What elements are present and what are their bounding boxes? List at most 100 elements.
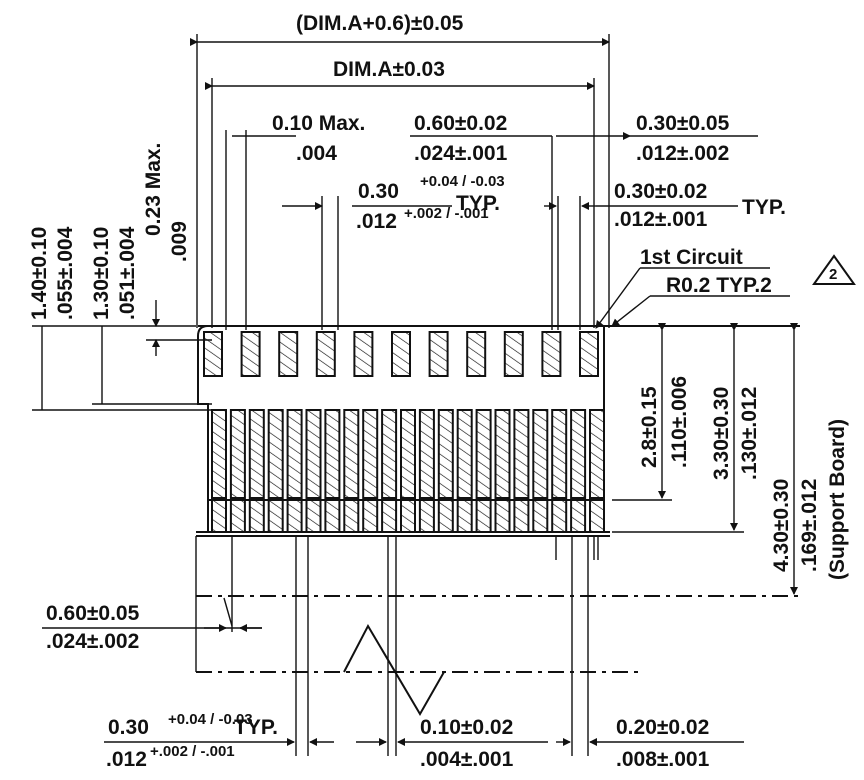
pin-width-tol-mm: +0.04 / -0.03 bbox=[420, 173, 505, 190]
contact bbox=[513, 409, 530, 499]
contact bbox=[211, 409, 227, 499]
pin-tail bbox=[211, 499, 227, 533]
edge-mm: 0.30±0.05 bbox=[636, 112, 730, 135]
bottom-030-mm: 0.30 bbox=[108, 716, 149, 739]
contact bbox=[305, 409, 322, 499]
pin-tail bbox=[343, 499, 360, 533]
top-pin bbox=[203, 331, 223, 377]
max-023-in: .009 bbox=[168, 221, 191, 262]
tail-row bbox=[211, 499, 605, 533]
pad-width-in: .012±.001 bbox=[614, 208, 708, 231]
top-pin bbox=[240, 331, 261, 377]
pin-width-in: .012 bbox=[356, 210, 397, 233]
contact bbox=[381, 409, 398, 499]
bottom-060-mm: 0.60±0.05 bbox=[46, 602, 140, 625]
pin-tail bbox=[362, 499, 379, 533]
break-symbol bbox=[343, 623, 445, 716]
bottom-030-typ: TYP. bbox=[234, 716, 278, 739]
pitch-span-label: DIM.A±0.03 bbox=[333, 58, 445, 81]
contact bbox=[437, 409, 454, 499]
bottom-010-in: .004±.001 bbox=[420, 748, 514, 771]
contact bbox=[494, 409, 511, 499]
height-130-in: .051±.004 bbox=[116, 226, 139, 320]
pin-tail bbox=[324, 499, 341, 533]
first-circuit-label: 1st Circuit bbox=[640, 246, 743, 269]
contact bbox=[551, 409, 568, 499]
contact bbox=[589, 409, 605, 499]
pitch-in: .024±.001 bbox=[414, 142, 508, 165]
contact bbox=[418, 409, 435, 499]
top-pin bbox=[278, 331, 299, 377]
pin-tail bbox=[286, 499, 303, 533]
top-pin bbox=[315, 331, 336, 377]
pin-tail bbox=[229, 499, 246, 533]
contact bbox=[400, 409, 416, 499]
contact bbox=[475, 409, 492, 499]
pin-width-typ: TYP. bbox=[456, 192, 500, 215]
height-140-in: .055±.004 bbox=[54, 226, 77, 320]
radius-label: R0.2 TYP.2 bbox=[666, 274, 772, 297]
top-pin bbox=[353, 331, 374, 377]
bottom-030-tol-in: +.002 / -.001 bbox=[150, 743, 235, 760]
pitch-mm: 0.60±0.02 bbox=[414, 112, 507, 135]
revision-triangle-icon bbox=[812, 254, 856, 285]
edge-in: .012±.002 bbox=[636, 142, 729, 165]
contact bbox=[456, 409, 473, 499]
contact bbox=[570, 409, 587, 499]
pin-width-mm: 0.30 bbox=[358, 180, 399, 203]
pin-tail bbox=[589, 499, 605, 533]
top-pin-row bbox=[203, 331, 599, 377]
top-pin bbox=[541, 331, 562, 377]
support-board-label: (Support Board) bbox=[826, 419, 849, 580]
contact-row bbox=[211, 409, 605, 499]
pin-tail bbox=[570, 499, 587, 533]
h330-mm: 3.30±0.30 bbox=[710, 387, 733, 480]
pin-tail bbox=[494, 499, 511, 533]
pin-tail bbox=[475, 499, 492, 533]
top-pin bbox=[579, 331, 599, 377]
bottom-060-in: .024±.002 bbox=[46, 630, 139, 653]
contact bbox=[324, 409, 341, 499]
max-023-mm: 0.23 Max. bbox=[142, 143, 165, 236]
contact bbox=[248, 409, 265, 499]
contact bbox=[343, 409, 360, 499]
pin-tail bbox=[305, 499, 322, 533]
pin-tail bbox=[551, 499, 568, 533]
pad-width-mm: 0.30±0.02 bbox=[614, 180, 707, 203]
pin-width-tol-in: +.002 / -.001 bbox=[404, 205, 489, 222]
pin-tail bbox=[381, 499, 398, 533]
pin-tail bbox=[418, 499, 435, 533]
bottom-020-in: .008±.001 bbox=[616, 748, 710, 771]
height-140-mm: 1.40±0.10 bbox=[28, 227, 51, 320]
overall-width-label: (DIM.A+0.6)±0.05 bbox=[296, 12, 464, 35]
pin-tail bbox=[267, 499, 284, 533]
pad-width-typ: TYP. bbox=[742, 196, 786, 219]
top-pin bbox=[503, 331, 524, 377]
bottom-030-in: .012 bbox=[106, 748, 147, 771]
pin-tail bbox=[248, 499, 265, 533]
height-130-mm: 1.30±0.10 bbox=[90, 227, 113, 320]
bottom-020-mm: 0.20±0.02 bbox=[616, 716, 709, 739]
max-offset-in: .004 bbox=[296, 142, 337, 165]
h430-in: .169±.012 bbox=[798, 479, 821, 572]
top-pin bbox=[428, 331, 449, 377]
contact bbox=[229, 409, 246, 499]
bottom-010-mm: 0.10±0.02 bbox=[420, 716, 513, 739]
top-pin bbox=[466, 331, 487, 377]
pin-tail bbox=[400, 499, 416, 533]
contact bbox=[286, 409, 303, 499]
h430-mm: 4.30±0.30 bbox=[770, 479, 793, 572]
max-offset-mm: 0.10 Max. bbox=[272, 112, 365, 135]
pin-tail bbox=[456, 499, 473, 533]
contact bbox=[267, 409, 284, 499]
connector-body bbox=[196, 325, 800, 537]
h28-in: .110±.006 bbox=[668, 376, 691, 468]
contact bbox=[362, 409, 379, 499]
pin-tail bbox=[437, 499, 454, 533]
bottom-030-tol-mm: +0.04 / -0.03 bbox=[168, 711, 253, 728]
top-pin bbox=[391, 331, 411, 377]
h330-in: .130±.012 bbox=[738, 387, 761, 480]
pin-tail bbox=[513, 499, 530, 533]
revision-mark: 2 bbox=[829, 266, 837, 283]
